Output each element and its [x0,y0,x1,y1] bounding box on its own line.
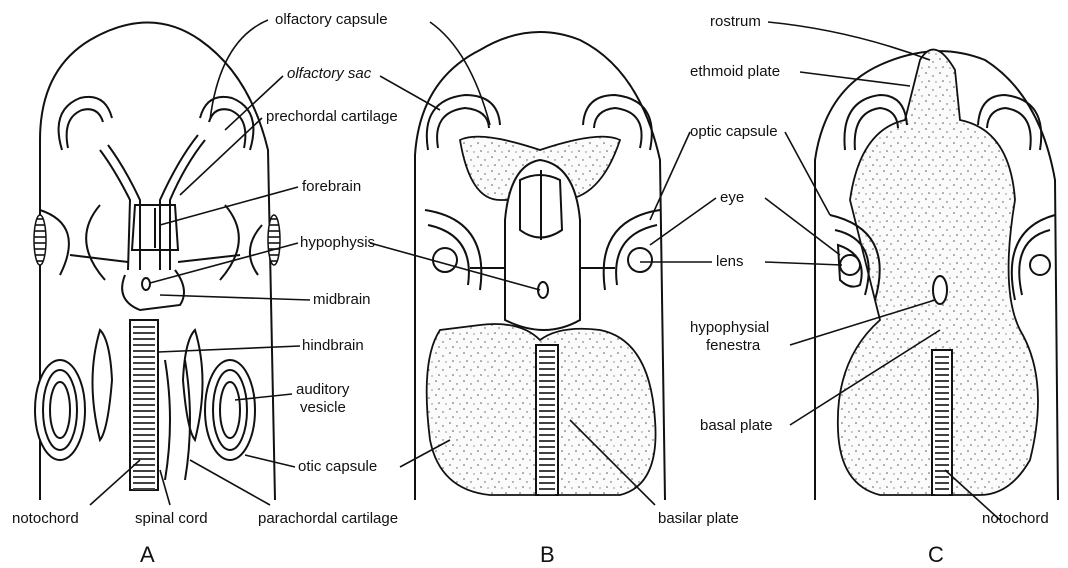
label-notochord-a: notochord [12,510,79,527]
label-eye: eye [720,189,744,206]
label-parachordal-cartilage: parachordal cartilage [258,510,398,527]
label-optic-capsule: optic capsule [690,123,778,140]
label-hypophysial-2: fenestra [706,337,761,354]
label-midbrain: midbrain [313,291,371,308]
label-auditory-vesicle-2: vesicle [300,399,346,416]
label-forebrain: forebrain [302,178,361,195]
panel-c [815,50,1058,500]
label-olfactory-sac: olfactory sac [287,65,372,82]
panel-letter-c: C [928,542,944,567]
panel-letters: A B C [140,542,944,567]
label-ethmoid-plate: ethmoid plate [690,63,780,80]
label-spinal-cord: spinal cord [135,510,208,527]
label-auditory-vesicle-1: auditory [296,381,350,398]
label-basilar-plate: basilar plate [658,510,739,527]
label-notochord-c: notochord [982,510,1049,527]
label-rostrum: rostrum [710,13,761,30]
label-otic-capsule: otic capsule [298,458,377,475]
panel-letter-b: B [540,542,555,567]
label-hypophysis: hypophysis [300,234,375,251]
label-hindbrain: hindbrain [302,337,364,354]
label-olfactory-capsule: olfactory capsule [275,11,388,28]
panel-a [34,23,280,501]
label-hypophysial-1: hypophysial [690,319,769,336]
label-prechordal-cartilage: prechordal cartilage [266,108,398,125]
label-basal-plate: basal plate [700,417,773,434]
panel-letter-a: A [140,542,155,567]
label-lens: lens [716,253,744,270]
